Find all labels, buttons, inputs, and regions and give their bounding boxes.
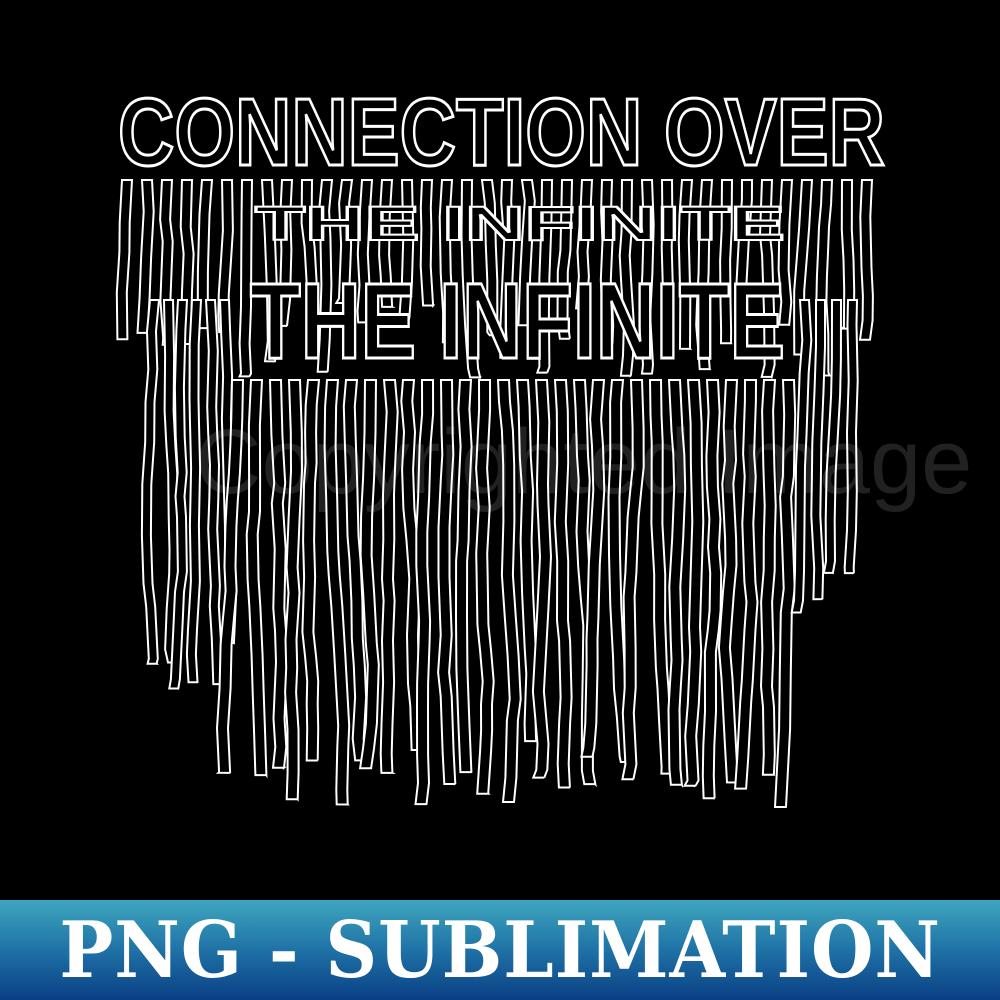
glitch-stripe <box>275 179 294 328</box>
glitch-stripe <box>378 179 396 308</box>
glitch-stripe <box>667 379 687 789</box>
glitch-stripe <box>618 179 635 378</box>
glitch-stripe <box>734 179 754 309</box>
glitch-stripe <box>284 379 304 802</box>
glitch-stripe <box>531 379 553 779</box>
glitch-stripe <box>858 179 874 341</box>
title-line-2: THE INFINITE <box>250 260 785 381</box>
glitch-stripe <box>499 179 516 359</box>
glitch-stripe <box>580 379 606 758</box>
glitch-stripe <box>734 379 759 790</box>
ghost-line-text: THE INFINITE <box>255 198 785 251</box>
glitch-stripe <box>438 179 455 344</box>
glitch-stripe <box>115 179 134 341</box>
glitch-stripe <box>356 179 374 325</box>
glitch-stripe <box>419 179 436 309</box>
glitch-stripe <box>639 179 655 375</box>
glitch-stripe <box>682 379 705 788</box>
glitch-stripe <box>475 379 495 795</box>
glitch-stripe <box>515 379 539 743</box>
glitch-stripe <box>245 379 268 779</box>
glitch-stripe <box>556 179 574 340</box>
glitch-stripe <box>437 379 457 786</box>
glitch-stripe <box>677 179 694 350</box>
banner-label: PNG - SUBLIMATION <box>59 904 941 996</box>
glitch-stripe <box>323 379 351 806</box>
glitch-stripe <box>496 379 522 804</box>
glitch-stripe <box>575 179 594 310</box>
glitch-stripe <box>300 179 320 330</box>
glitch-stripe <box>215 379 245 774</box>
glitch-stripe <box>822 299 843 575</box>
glitch-stripe <box>185 299 203 684</box>
glitch-stripe <box>395 179 415 329</box>
glitch-stripe <box>758 179 776 380</box>
glitch-stripe <box>454 379 473 774</box>
format-banner: PNG - SUBLIMATION <box>0 900 1000 1000</box>
title-line-1: CONNECTION OVER <box>118 79 885 186</box>
glitch-stripe <box>515 179 536 327</box>
glitch-stripe <box>843 299 859 575</box>
glitch-stripes <box>115 179 874 809</box>
glitch-stripe <box>810 299 826 601</box>
glitch-stripe <box>695 179 714 371</box>
glitch-text-artwork: THE INFINITE CONNECTION OVER THE INFINIT… <box>115 78 887 809</box>
glitch-stripe <box>790 299 813 614</box>
glitch-stripe <box>553 379 573 789</box>
glitch-stripe <box>268 379 289 771</box>
glitch-stripe <box>701 379 723 800</box>
glitch-stripe <box>379 379 399 774</box>
glitch-stripe <box>621 379 645 781</box>
glitch-stripe <box>358 379 380 770</box>
glitch-stripe <box>660 179 675 328</box>
glitch-stripe <box>460 179 482 381</box>
glitch-stripe <box>168 299 189 690</box>
glitch-stripe <box>334 179 354 306</box>
glitch-stripe <box>140 299 161 665</box>
glitch-stripe <box>238 179 254 378</box>
glitch-stripe <box>535 179 554 374</box>
glitch-stripe <box>719 179 734 345</box>
glitch-stripe <box>777 179 794 327</box>
glitch-stripe <box>260 179 279 363</box>
glitch-stripe <box>316 179 334 373</box>
glitch-stripe <box>414 379 435 806</box>
watermark: Copyrighted Image <box>195 411 973 513</box>
glitch-stripe <box>773 379 797 809</box>
glitch-stripe <box>301 379 321 762</box>
glitch-stripe <box>759 379 777 776</box>
glitch-stripe <box>599 179 615 344</box>
